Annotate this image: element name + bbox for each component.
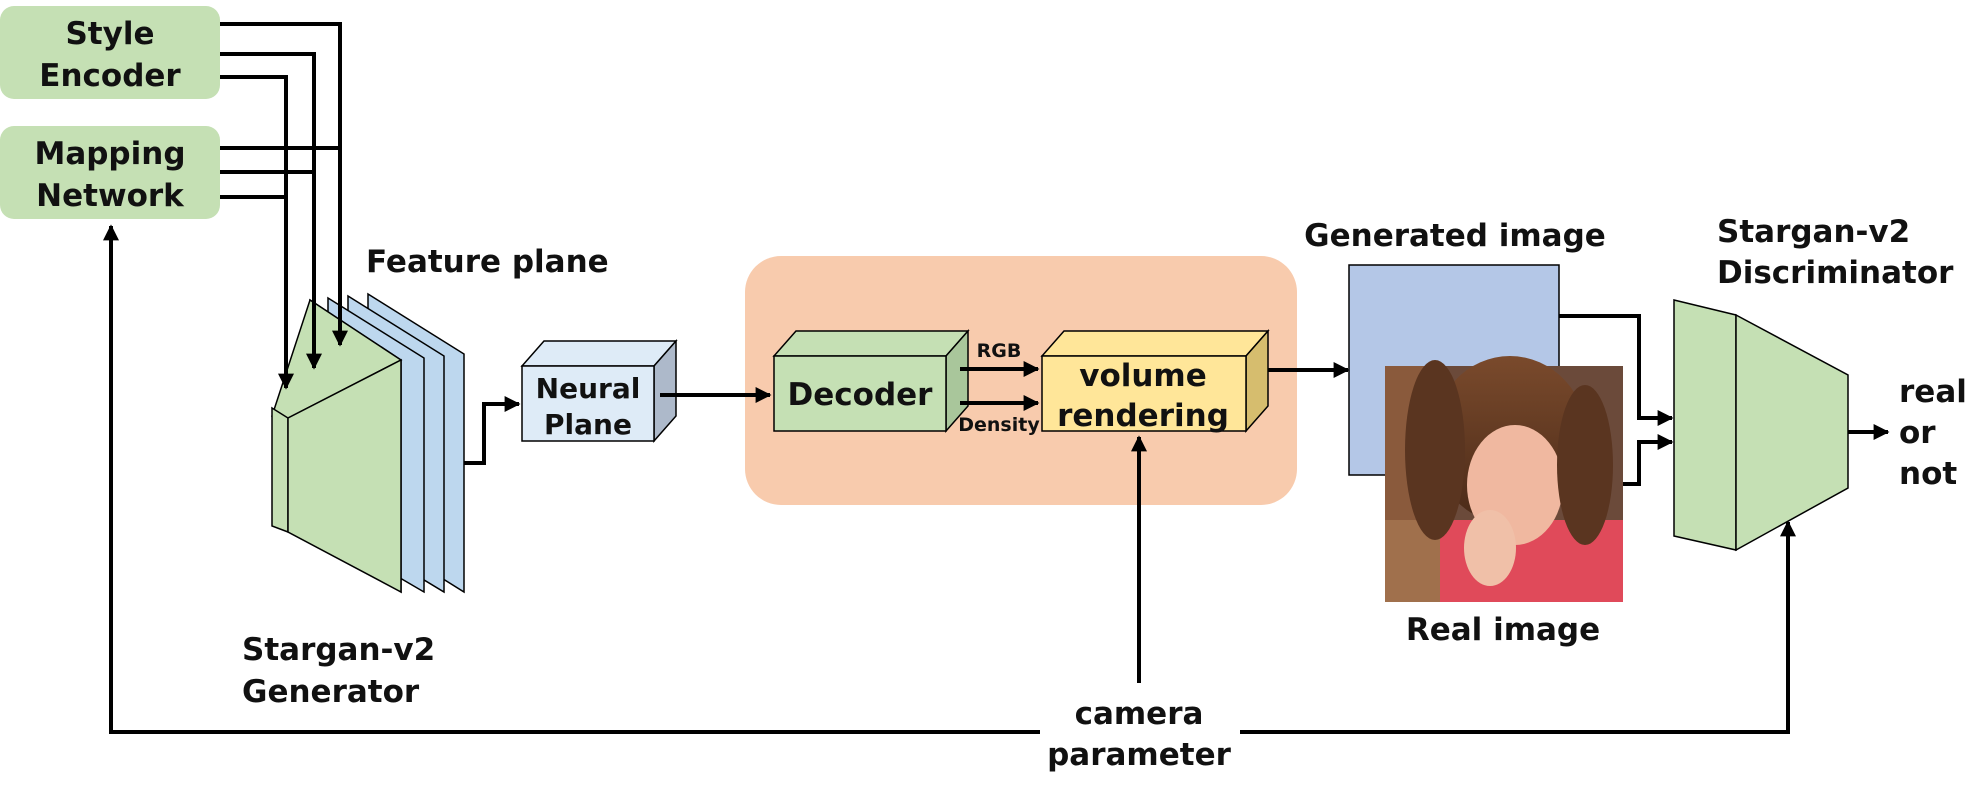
svg-text:Encoder: Encoder <box>39 58 181 94</box>
svg-text:rendering: rendering <box>1057 398 1229 434</box>
discriminator-block <box>1673 299 1849 552</box>
generated-to-disc-arrow <box>1559 314 1674 426</box>
svg-text:Neural: Neural <box>536 372 641 405</box>
mapping-network-block: Mapping Network <box>0 126 220 219</box>
rgb-label: RGB <box>977 340 1022 362</box>
rendering-panel <box>745 256 1297 505</box>
discriminator-label-line1: Stargan-v2 <box>1717 214 1910 250</box>
output-line1: real <box>1899 374 1967 410</box>
face-photo-icon <box>1385 356 1623 602</box>
neural-plane-block: Neural Plane <box>520 339 678 443</box>
feature-plane-label: Feature plane <box>366 244 609 280</box>
svg-text:Plane: Plane <box>544 408 632 441</box>
planes-to-neural-arrow <box>464 396 521 465</box>
svg-text:Mapping: Mapping <box>34 136 185 172</box>
svg-text:Network: Network <box>36 178 185 214</box>
camera-to-mapping-arrow <box>103 224 1040 734</box>
generator-label-line1: Stargan-v2 <box>242 632 435 668</box>
discriminator-label-line2: Discriminator <box>1717 255 1954 291</box>
real-image-label: Real image <box>1406 612 1600 648</box>
camera-label-line2: parameter <box>1047 737 1231 773</box>
output-line2: or <box>1899 415 1936 451</box>
output-line3: not <box>1899 456 1957 492</box>
svg-text:Style: Style <box>65 16 154 52</box>
style-code-wires <box>220 22 348 390</box>
style-encoder-block: Style Encoder <box>0 6 220 99</box>
generator-label-line2: Generator <box>242 674 420 710</box>
camera-label-line1: camera <box>1075 696 1204 732</box>
camera-to-disc-arrow <box>1240 520 1796 734</box>
density-label: Density <box>958 414 1040 436</box>
svg-text:Decoder: Decoder <box>788 377 934 413</box>
generated-image-label: Generated image <box>1304 218 1606 254</box>
svg-text:volume: volume <box>1079 358 1207 394</box>
volume-rendering-block: volume rendering <box>1040 329 1270 434</box>
real-to-disc-arrow <box>1623 434 1674 486</box>
feature-plane-stack <box>271 292 465 594</box>
decoder-block: Decoder <box>772 329 970 433</box>
generator-block <box>271 298 403 594</box>
